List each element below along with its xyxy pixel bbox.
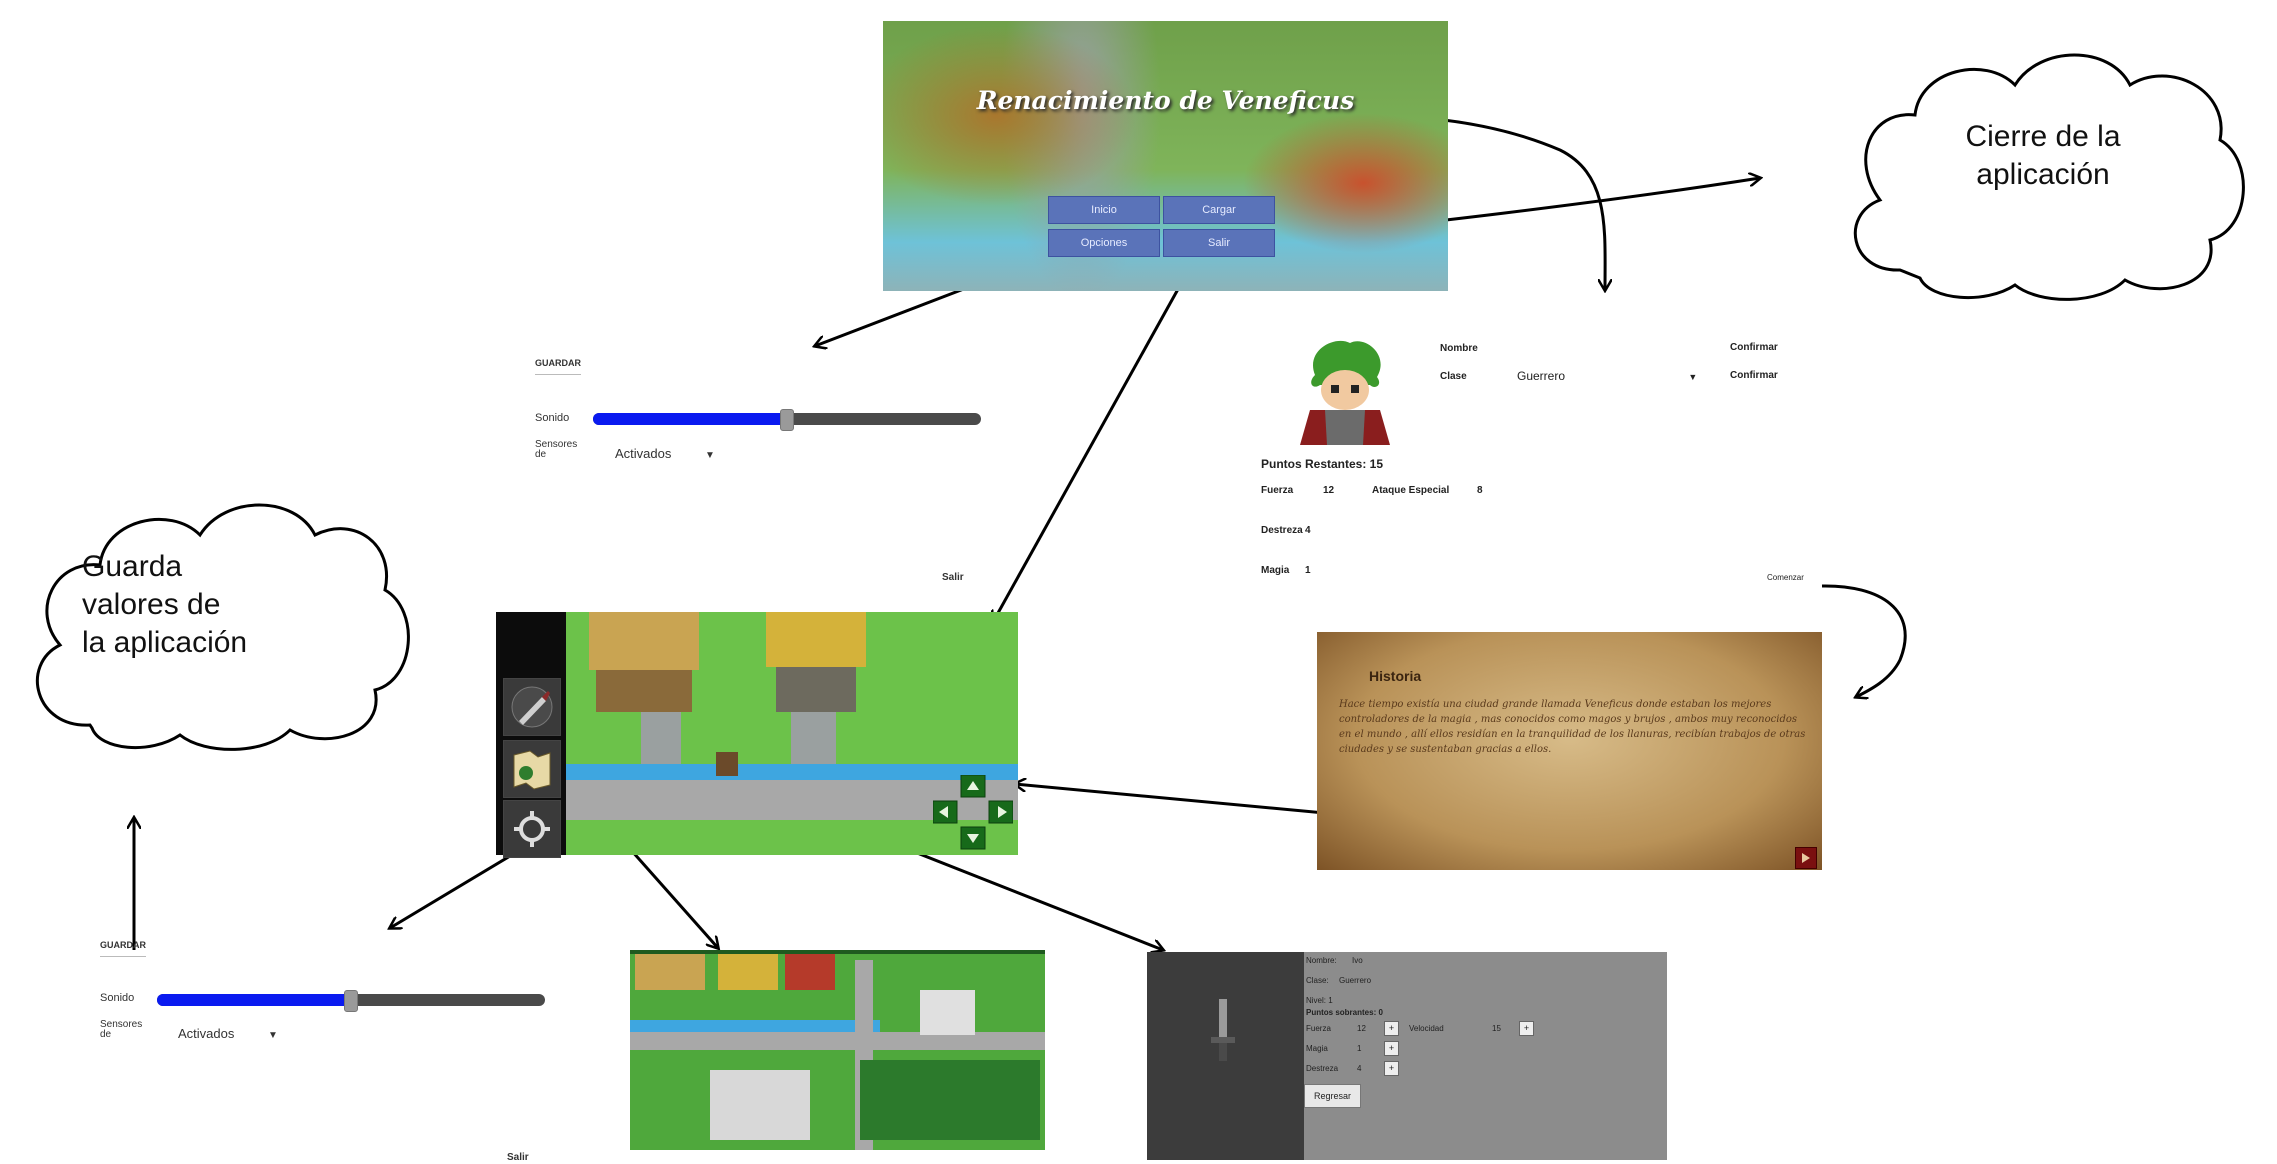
world-map-screen bbox=[630, 950, 1045, 1150]
back-button[interactable]: Regresar bbox=[1304, 1084, 1361, 1108]
sound-slider-fill bbox=[157, 994, 351, 1006]
arrow-cargar-to-map bbox=[993, 227, 1214, 622]
stat-special-value: 8 bbox=[1477, 485, 1483, 496]
arrow-right-icon bbox=[1802, 853, 1810, 863]
inv-stat-magic-value: 1 bbox=[1357, 1044, 1362, 1053]
stat-strength-value: 12 bbox=[1323, 485, 1335, 496]
stat-special-label: Ataque Especial bbox=[1372, 485, 1450, 496]
inv-class-value: Guerrero bbox=[1339, 976, 1372, 985]
settings-button[interactable] bbox=[503, 800, 561, 858]
inv-name-value: Ivo bbox=[1352, 956, 1363, 965]
inventory-button[interactable] bbox=[503, 678, 561, 736]
settings-header[interactable]: GUARDAR bbox=[535, 358, 581, 375]
sound-label: Sonido bbox=[100, 992, 135, 1004]
stat-magic-value: 1 bbox=[1305, 565, 1311, 576]
inventory-screen: Nombre: Ivo Clase: Guerrero Nivel: 1 Pun… bbox=[1147, 952, 1667, 1160]
cloud-close-app-text: Cierre de la aplicación bbox=[1958, 118, 2128, 194]
cloud-save-line-1: Guarda bbox=[82, 550, 183, 583]
exit-button[interactable]: Salir bbox=[1163, 229, 1275, 257]
map-icon bbox=[513, 750, 551, 790]
inv-level: Nivel: 1 bbox=[1306, 996, 1333, 1005]
cloud-close-line-1: Cierre de la bbox=[1965, 120, 2121, 153]
load-button[interactable]: Cargar bbox=[1163, 196, 1275, 224]
inv-stat-magic-label: Magia bbox=[1306, 1044, 1328, 1053]
sound-slider-fill bbox=[593, 413, 787, 425]
settings-panel-bottom: GUARDAR Sonido Sensores de Activados ▼ S… bbox=[100, 940, 580, 1163]
sensors-label: Sensores de bbox=[100, 1019, 143, 1040]
story-title: Historia bbox=[1369, 668, 1422, 684]
confirm-name-button[interactable]: Confirmar bbox=[1730, 342, 1778, 353]
confirm-class-button[interactable]: Confirmar bbox=[1730, 370, 1778, 381]
inv-class-label: Clase: bbox=[1306, 976, 1329, 985]
settings-panel-top: GUARDAR Sonido Sensores de Activados ▼ S… bbox=[535, 358, 1015, 583]
chevron-down-icon: ▼ bbox=[1688, 372, 1698, 382]
cloud-close-app bbox=[1853, 53, 2245, 301]
inv-stat-speed-value: 15 bbox=[1492, 1024, 1501, 1033]
sound-slider[interactable] bbox=[157, 994, 545, 1006]
inv-points: Puntos sobrantes: 0 bbox=[1306, 1008, 1383, 1017]
stat-dexterity-label: Destreza bbox=[1261, 525, 1303, 536]
points-remaining: Puntos Restantes: 15 bbox=[1261, 457, 1384, 471]
map-screen bbox=[496, 612, 1018, 855]
sword-icon bbox=[511, 686, 553, 728]
plus-button[interactable]: + bbox=[1384, 1021, 1399, 1036]
sensors-label: Sensores de bbox=[535, 439, 578, 460]
inv-name-label: Nombre: bbox=[1306, 956, 1337, 965]
inv-stat-strength-value: 12 bbox=[1357, 1024, 1366, 1033]
inv-stat-strength-label: Fuerza bbox=[1306, 1024, 1331, 1033]
arrow-comenzar-to-story bbox=[1821, 584, 1907, 697]
cloud-save-values bbox=[35, 503, 410, 751]
settings-exit[interactable]: Salir bbox=[507, 1152, 529, 1163]
cloud-close-line-2: aplicación bbox=[1976, 158, 2110, 191]
begin-button[interactable]: Comenzar bbox=[1767, 573, 1804, 582]
stat-strength-label: Fuerza bbox=[1261, 485, 1294, 496]
settings-exit[interactable]: Salir bbox=[942, 572, 964, 583]
sound-label: Sonido bbox=[535, 412, 570, 424]
story-screen: Historia Hace tiempo existía una ciudad … bbox=[1317, 632, 1822, 870]
inv-stat-speed-label: Velocidad bbox=[1409, 1024, 1444, 1033]
game-title: Renacimiento de Veneficus bbox=[976, 86, 1355, 115]
map-hud-sidebar bbox=[496, 612, 566, 858]
class-dropdown[interactable]: Guerrero ▼ bbox=[1517, 369, 1697, 383]
cloud-save-values-text: Guarda valores de la aplicación bbox=[82, 548, 247, 662]
world-map-tiles bbox=[630, 950, 1045, 1150]
inv-stat-dexterity-value: 4 bbox=[1357, 1064, 1362, 1073]
cloud-save-line-3: la aplicación bbox=[82, 626, 248, 659]
class-value: Guerrero bbox=[1517, 369, 1566, 383]
name-label: Nombre bbox=[1440, 343, 1478, 354]
plus-button[interactable]: + bbox=[1384, 1061, 1399, 1076]
sensors-value: Activados bbox=[615, 446, 672, 461]
character-creation-screen: Nombre Clase Guerrero ▼ Confirmar Confir… bbox=[1255, 325, 1805, 585]
sword-icon bbox=[1211, 999, 1235, 1061]
continue-button[interactable] bbox=[1795, 847, 1817, 869]
sensors-dropdown[interactable]: Activados ▼ bbox=[615, 446, 715, 461]
cloud-save-line-2: valores de bbox=[82, 588, 221, 621]
options-button[interactable]: Opciones bbox=[1048, 229, 1160, 257]
chevron-down-icon: ▼ bbox=[705, 450, 715, 461]
title-screen: Renacimiento de Veneficus Inicio Cargar … bbox=[883, 21, 1448, 291]
sensors-dropdown[interactable]: Activados ▼ bbox=[178, 1026, 278, 1041]
sensors-value: Activados bbox=[178, 1026, 235, 1041]
plus-button[interactable]: + bbox=[1384, 1041, 1399, 1056]
stat-magic-label: Magia bbox=[1261, 565, 1290, 576]
map-button[interactable] bbox=[503, 740, 561, 798]
equipment-panel bbox=[1147, 952, 1304, 1160]
story-text: Hace tiempo existía una ciudad grande ll… bbox=[1339, 699, 1806, 755]
start-button[interactable]: Inicio bbox=[1048, 196, 1160, 224]
settings-header[interactable]: GUARDAR bbox=[100, 940, 146, 957]
chevron-down-icon: ▼ bbox=[268, 1030, 278, 1041]
plus-button[interactable]: + bbox=[1519, 1021, 1534, 1036]
character-portrait bbox=[1300, 340, 1390, 445]
dpad[interactable] bbox=[932, 774, 1014, 850]
sound-slider-knob[interactable] bbox=[344, 990, 358, 1012]
gear-icon bbox=[514, 811, 550, 847]
class-label: Clase bbox=[1440, 371, 1467, 382]
stat-dexterity-value: 4 bbox=[1305, 525, 1311, 536]
inv-stat-dexterity-label: Destreza bbox=[1306, 1064, 1339, 1073]
sound-slider-knob[interactable] bbox=[780, 409, 794, 431]
dpad-icon bbox=[932, 774, 1014, 850]
